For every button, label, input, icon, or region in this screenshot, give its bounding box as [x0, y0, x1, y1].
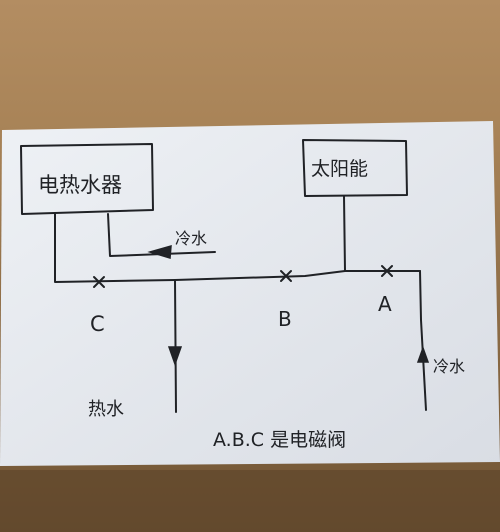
table-shadow [0, 470, 500, 532]
solar-box [302, 139, 408, 197]
flow-arrows [147, 244, 430, 367]
main-pipe [54, 213, 421, 283]
arrow-down-icon [167, 346, 183, 367]
hot-water-label: 热水 [88, 399, 124, 420]
cold-water-riser [419, 270, 427, 411]
heater-cold-inlet [107, 213, 216, 257]
schematic-lines [20, 139, 427, 413]
hot-water-pipe [174, 279, 177, 413]
arrow-up-icon [416, 345, 430, 363]
valve-a-mark [381, 265, 393, 277]
cold-water-right-label: 冷水 [433, 357, 465, 376]
valve-c-mark [93, 276, 105, 288]
solar-label: 太阳能 [311, 158, 368, 180]
arrow-left-icon [147, 244, 172, 259]
valve-b-mark [280, 270, 292, 282]
cold-water-top-label: 冷水 [175, 229, 207, 248]
valve-b-label: B [278, 307, 292, 331]
valve-c-label: C [90, 312, 105, 336]
valve-a-label: A [378, 292, 392, 316]
solar-pipe [343, 195, 346, 272]
water-heater-box [20, 143, 154, 215]
water-heater-label: 电热水器 [38, 173, 122, 197]
note-label: A.B.C 是电磁阀 [213, 429, 346, 451]
paper-card [0, 121, 500, 466]
